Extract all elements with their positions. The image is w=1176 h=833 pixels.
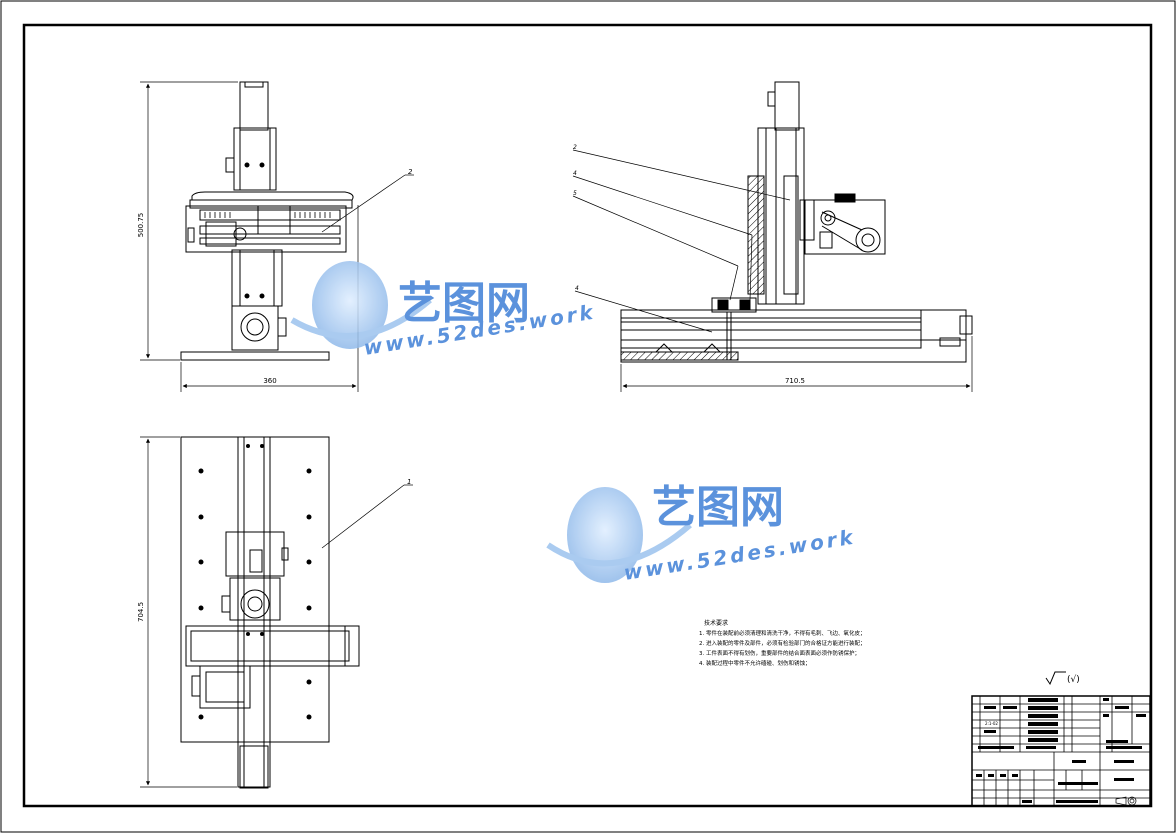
side-view-balloon-b: 4	[573, 170, 577, 177]
tech-requirement-4: 4. 装配过程中零件不允许磕碰、划伤和锈蚀；	[699, 659, 811, 667]
inner-frame	[22, 23, 1153, 808]
top-view-balloon-1: 1	[407, 478, 411, 486]
top-view-height-dimension: 704.5	[137, 602, 145, 622]
projection-symbol	[1115, 796, 1137, 806]
watermark-2: 艺图网 www.52des.work	[546, 482, 857, 585]
front-view-balloon-2: 2	[408, 168, 413, 176]
front-view-height-dimension: 500.75	[137, 213, 145, 238]
side-view	[620, 81, 973, 363]
side-view-dimensions	[572, 149, 973, 392]
surface-finish-symbol	[1045, 671, 1066, 686]
tech-requirements-title: 技术要求	[704, 619, 728, 627]
top-view	[180, 436, 360, 789]
front-view	[180, 81, 354, 361]
tech-requirements: 技术要求 1. 零件在装配前必须清理和清洗干净，不得有毛刺、飞边、氧化皮； 2.…	[699, 619, 866, 667]
side-view-width-dimension: 710.5	[785, 377, 805, 385]
side-view-balloon-c: 5	[573, 190, 577, 197]
title-block-cell-label: 2:1-02	[985, 721, 998, 726]
title-block	[971, 695, 1151, 807]
watermark-brand-2: 艺图网	[652, 482, 784, 533]
title-block-filled-cells	[976, 698, 1146, 803]
globe-logo-icon	[312, 261, 388, 349]
front-view-width-dimension: 360	[263, 377, 276, 385]
top-view-dimensions	[140, 436, 413, 788]
surface-finish-note: (√)	[1067, 674, 1080, 685]
watermark-brand: 艺图网	[398, 278, 530, 329]
side-view-balloon-a: 2	[573, 144, 577, 151]
tech-requirement-3: 3. 工件表面不得有划伤，重要部件的结合面表面必须作防锈保护；	[699, 649, 860, 657]
watermark-url-2: www.52des.work	[622, 525, 857, 585]
side-view-balloon-d: 4	[575, 285, 579, 292]
tech-requirement-2: 2. 进入装配的零件及部件，必须有检验部门的合格证方能进行装配；	[699, 639, 866, 647]
watermark-1: 艺图网 www.52des.work	[290, 261, 597, 360]
tech-requirement-1: 1. 零件在装配前必须清理和清洗干净，不得有毛刺、飞边、氧化皮；	[699, 629, 866, 637]
